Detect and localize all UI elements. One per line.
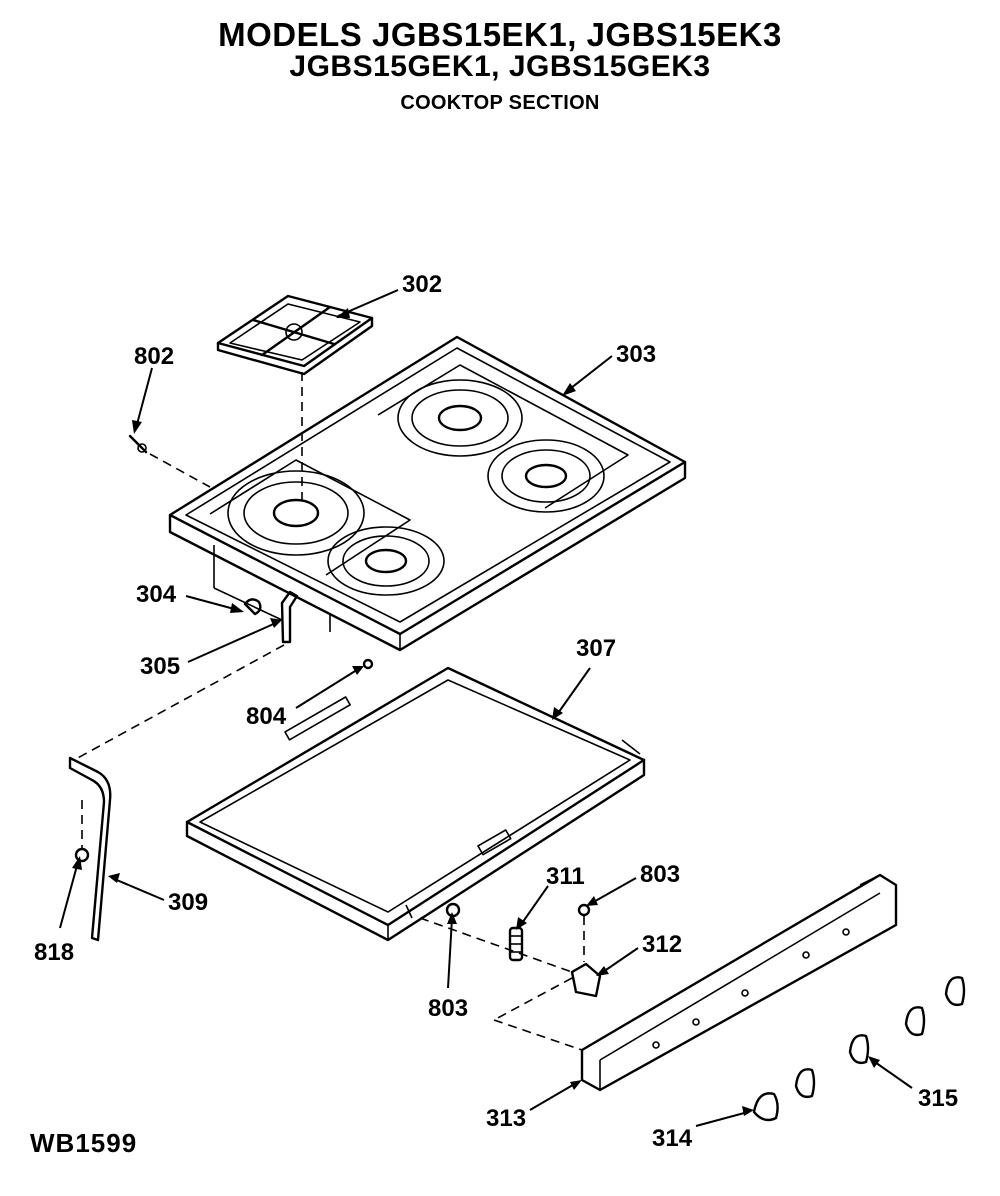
label-309: 309	[168, 889, 208, 916]
label-803-right: 803	[640, 861, 680, 888]
label-304: 304	[136, 581, 177, 608]
label-307: 307	[576, 635, 616, 662]
label-312: 312	[642, 931, 682, 958]
knob-icon	[752, 976, 966, 1122]
part-307-frame	[185, 666, 646, 942]
part-804-screw	[362, 658, 374, 670]
label-311: 311	[546, 863, 585, 890]
label-315: 315	[918, 1085, 958, 1112]
diagram-title: MODELS JGBS15EK1, JGBS15EK3	[218, 16, 782, 53]
section-title: COOKTOP SECTION	[400, 92, 600, 114]
part-818-screw	[74, 847, 90, 863]
part-313-control-panel	[580, 873, 898, 1092]
burner-back-right	[397, 379, 523, 457]
part-803-screw-right	[577, 903, 591, 917]
label-303: 303	[616, 341, 656, 368]
label-803-left: 803	[428, 995, 468, 1022]
part-305-bracket	[280, 590, 299, 644]
diagram-subtitle: JGBS15GEK1, JGBS15GEK3	[289, 50, 711, 83]
leader-lines	[59, 289, 913, 1127]
part-302-grate	[216, 294, 374, 376]
label-818: 818	[34, 939, 74, 966]
label-313: 313	[486, 1105, 526, 1132]
part-303-cooktop	[168, 335, 687, 652]
part-802-screw	[128, 434, 148, 454]
part-309-rod	[68, 756, 112, 942]
label-802: 802	[134, 343, 174, 370]
label-804: 804	[246, 703, 287, 730]
part-304-clip	[243, 598, 262, 616]
burner-back-left	[227, 470, 365, 556]
label-314: 314	[652, 1125, 693, 1152]
part-803-screw-left	[445, 902, 461, 918]
part-311-spring	[508, 926, 524, 962]
label-302: 302	[402, 271, 442, 298]
reference-code: WB1599	[30, 1128, 138, 1158]
part-312-bracket	[570, 962, 602, 998]
burner-front-right	[487, 439, 605, 513]
burner-front-left	[327, 526, 445, 596]
label-305: 305	[140, 653, 180, 680]
